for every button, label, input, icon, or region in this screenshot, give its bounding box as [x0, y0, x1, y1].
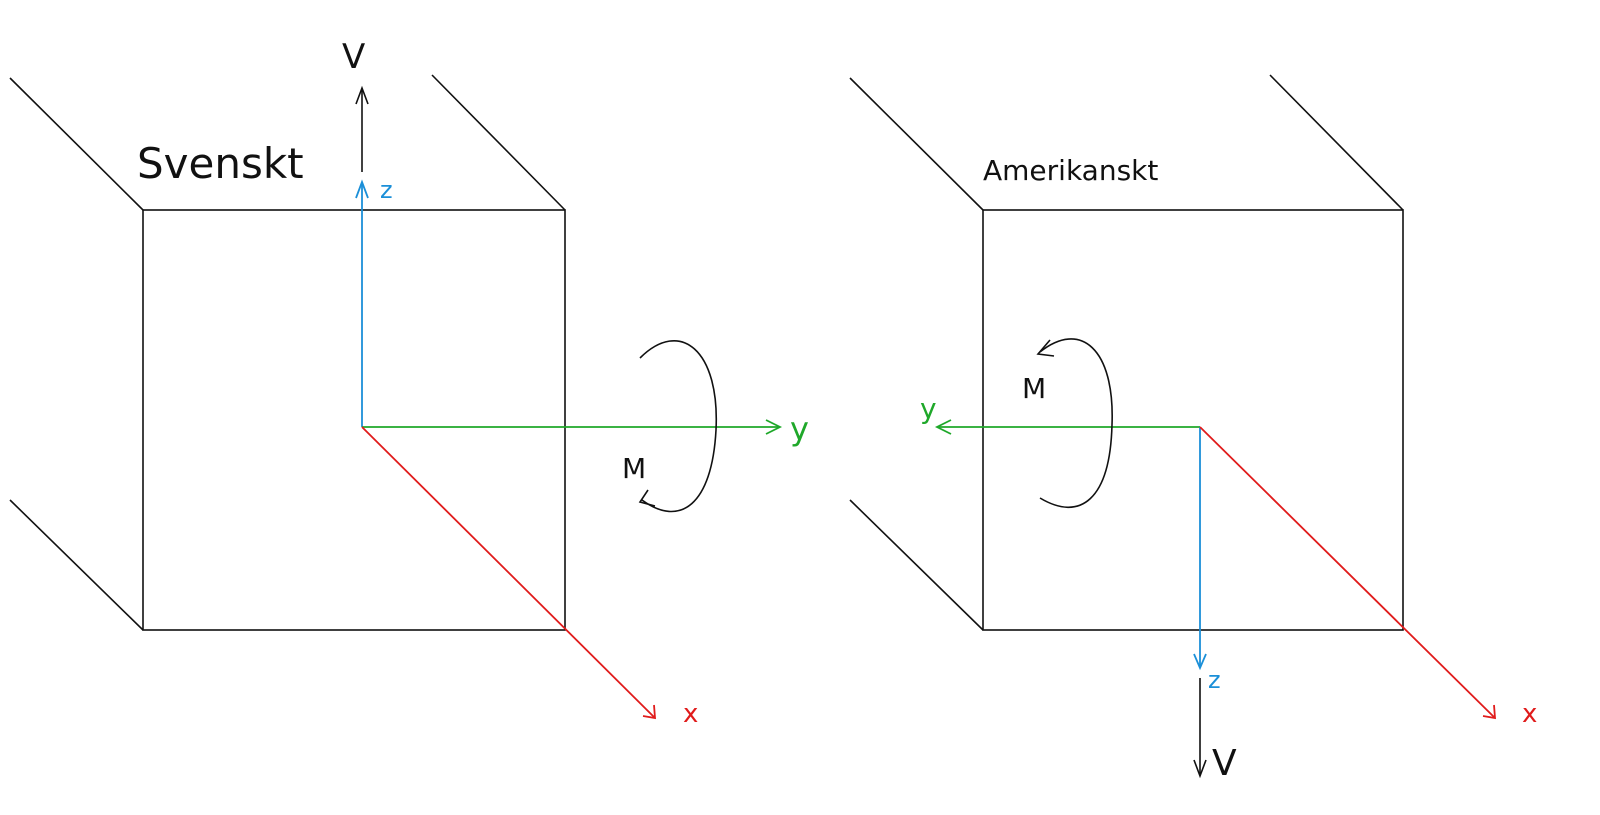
right-cube	[849, 74, 1404, 631]
left-y-label: y	[790, 410, 809, 448]
right-x-axis	[1199, 426, 1496, 720]
right-v-label: V	[1212, 743, 1237, 784]
right-v-force-arrow	[1193, 678, 1207, 779]
right-x-label: x	[1522, 699, 1537, 729]
left-v-label: V	[342, 37, 365, 77]
right-y-axis	[934, 419, 1200, 435]
right-diagram-amerikanskt: Amerikanskt y z V x M	[849, 74, 1537, 784]
right-moment-arrow	[1036, 338, 1113, 508]
left-z-label: z	[380, 176, 393, 204]
left-title: Svenskt	[137, 139, 304, 188]
right-title: Amerikanskt	[983, 154, 1158, 187]
left-z-axis	[355, 179, 369, 427]
left-x-axis	[361, 426, 656, 720]
right-m-label: M	[1022, 372, 1046, 405]
right-z-axis	[1193, 427, 1207, 671]
right-z-label: z	[1208, 666, 1221, 694]
left-x-label: x	[683, 699, 698, 729]
left-m-label: M	[622, 452, 646, 485]
right-y-label: y	[920, 392, 937, 425]
left-y-axis	[362, 419, 783, 435]
left-moment-arrow	[638, 339, 717, 513]
left-diagram-svenskt: Svenskt V z y x M	[9, 37, 809, 729]
left-v-force-arrow	[355, 85, 369, 172]
left-cube	[9, 74, 566, 631]
